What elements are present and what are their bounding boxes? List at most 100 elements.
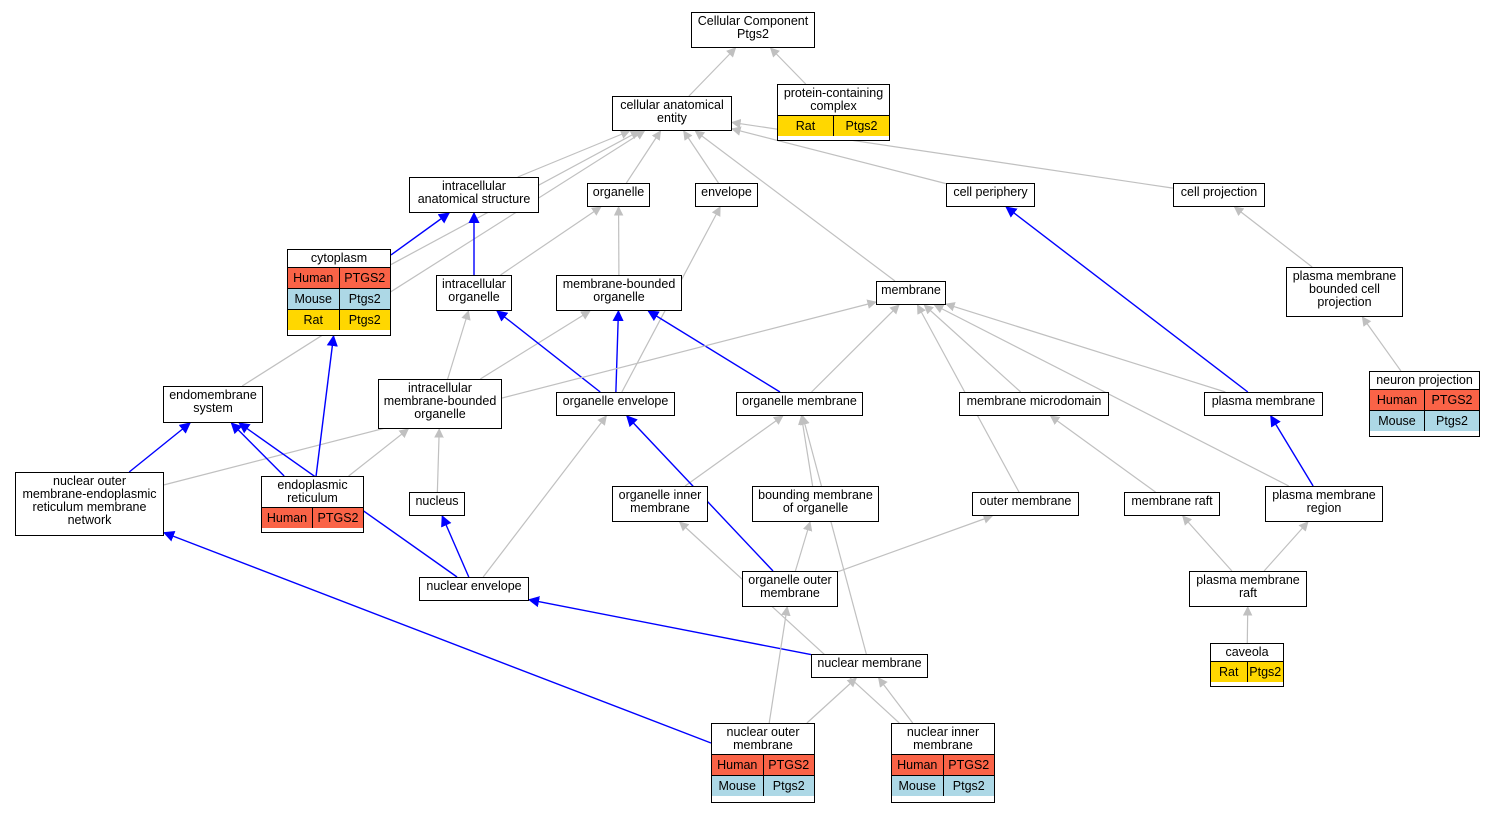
edge-cper-to-cae	[731, 126, 947, 185]
node-label: membrane microdomain	[966, 394, 1102, 408]
node-endomembrane-system[interactable]: endomembrane system	[163, 386, 263, 423]
node-label: caveola	[1225, 645, 1269, 659]
edge-nom-to-oom	[768, 606, 791, 724]
gene-cell: PTGS2	[942, 755, 995, 775]
node-cell-projection[interactable]: cell projection	[1173, 183, 1265, 207]
node-cellular-component[interactable]: Cellular Component Ptgs2	[691, 12, 815, 48]
node-label: protein-containing complex	[783, 86, 884, 113]
node-label: intracellular membrane-bounded organelle	[383, 381, 497, 421]
node-organelle-membrane[interactable]: organelle membrane	[736, 392, 863, 416]
edge-mmd-to-mem	[923, 304, 1022, 393]
node-label: bounding membrane of organelle	[758, 488, 873, 515]
edge-nmem-to-nenv	[527, 596, 812, 656]
node-nuclear-outer-membrane-er-network[interactable]: nuclear outer membrane-endoplasmic retic…	[15, 472, 164, 536]
node-cellular-anatomical-entity[interactable]: cellular anatomical entity	[612, 96, 732, 131]
node-intracellular-organelle[interactable]: intracellular organelle	[436, 275, 512, 311]
node-label: membrane	[881, 283, 941, 297]
edge-env-to-cae	[683, 130, 719, 184]
node-label: cell periphery	[953, 185, 1028, 199]
node-label: nucleus	[415, 494, 459, 508]
gene-cell: PTGS2	[338, 268, 391, 288]
node-membrane[interactable]: membrane	[876, 281, 946, 305]
node-nucleus[interactable]: nucleus	[409, 492, 465, 516]
edge-nome-to-endo	[128, 422, 191, 473]
node-intracellular-membrane-bounded-organelle[interactable]: intracellular membrane-bounded organelle	[378, 379, 502, 429]
ortholog-row: Human PTGS2	[262, 507, 363, 528]
node-envelope[interactable]: envelope	[695, 183, 758, 207]
node-plasma-membrane-region[interactable]: plasma membrane region	[1265, 486, 1383, 522]
species-cell: Rat	[303, 313, 323, 327]
edge-nim-to-oim	[678, 521, 900, 724]
species-cell: Human	[1376, 393, 1418, 407]
node-organelle-envelope[interactable]: organelle envelope	[556, 392, 675, 416]
node-label: nuclear outer membrane	[726, 725, 800, 752]
node-label: endoplasmic reticulum	[277, 478, 348, 505]
species-cell: Human	[897, 758, 938, 772]
node-nuclear-membrane[interactable]: nuclear membrane	[811, 654, 928, 678]
node-label: neuron projection	[1376, 373, 1473, 387]
node-membrane-bounded-organelle[interactable]: membrane-bounded organelle	[556, 275, 682, 311]
node-label: cell projection	[1180, 185, 1258, 199]
gene-cell: PTGS2	[312, 508, 363, 528]
node-membrane-raft[interactable]: membrane raft	[1124, 492, 1220, 516]
node-outer-membrane[interactable]: outer membrane	[972, 492, 1079, 516]
edge-mraft-to-mmd	[1049, 415, 1156, 493]
gene-cell: Ptgs2	[833, 116, 889, 136]
edge-pmr-to-mem	[933, 304, 1290, 487]
node-nuclear-envelope[interactable]: nuclear envelope	[419, 577, 529, 601]
edge-endo-to-cae	[241, 130, 646, 387]
node-label: organelle inner membrane	[618, 488, 702, 515]
node-cell-periphery[interactable]: cell periphery	[946, 183, 1035, 207]
edge-cyto-to-ias	[390, 212, 450, 256]
node-plasma-membrane-bounded-cell-projection[interactable]: plasma membrane bounded cell projection	[1286, 267, 1403, 317]
edge-er-to-cyto	[315, 334, 338, 477]
node-label: intracellular organelle	[442, 277, 506, 304]
node-label: cytoplasm	[310, 251, 368, 265]
node-organelle-inner-membrane[interactable]: organelle inner membrane	[612, 486, 708, 522]
edge-pmraft-to-pmr	[1263, 521, 1309, 572]
species-cell: Mouse	[294, 292, 333, 306]
gene-cell: Ptgs2	[1246, 662, 1284, 682]
edge-nom-to-nmem	[806, 677, 858, 724]
gene-cell: PTGS2	[1424, 390, 1479, 410]
edge-pcc-to-cc	[769, 47, 807, 85]
node-organelle[interactable]: organelle	[587, 183, 650, 207]
edge-nmem-to-omem	[800, 415, 867, 655]
edge-pmr-to-pm	[1270, 415, 1314, 487]
gene-cell: PTGS2	[762, 755, 815, 775]
edge-bmo-to-omem	[798, 415, 814, 487]
node-label: envelope	[701, 185, 752, 199]
species-cell: Human	[266, 511, 308, 525]
node-label: nuclear inner membrane	[906, 725, 980, 752]
edge-io-to-org	[500, 206, 602, 276]
edge-cae-to-cc	[688, 47, 737, 97]
edge-oom-to-outm	[837, 514, 994, 573]
node-plasma-membrane-raft[interactable]: plasma membrane raft	[1189, 571, 1307, 607]
node-label: plasma membrane	[1211, 394, 1316, 408]
ortholog-row: Rat Ptgs2	[1211, 661, 1283, 682]
node-plasma-membrane[interactable]: plasma membrane	[1204, 392, 1323, 416]
species-cell: Rat	[795, 119, 816, 133]
edge-oenv-to-mbo	[612, 309, 624, 393]
node-membrane-microdomain[interactable]: membrane microdomain	[959, 392, 1109, 416]
gene-cell: Ptgs2	[338, 289, 391, 309]
species-cell: Rat	[1219, 665, 1239, 679]
edge-org-to-cae	[625, 130, 662, 184]
ortholog-row: Rat Ptgs2	[778, 115, 889, 136]
node-bounding-membrane-of-organelle[interactable]: bounding membrane of organelle	[752, 486, 879, 522]
ortholog-row: Mouse Ptgs2	[288, 288, 390, 309]
node-label: nuclear membrane	[817, 656, 922, 670]
node-intracellular-anatomical-structure[interactable]: intracellular anatomical structure	[409, 177, 539, 213]
node-organelle-outer-membrane[interactable]: organelle outer membrane	[742, 571, 838, 607]
edge-mem-to-cae	[694, 130, 896, 282]
